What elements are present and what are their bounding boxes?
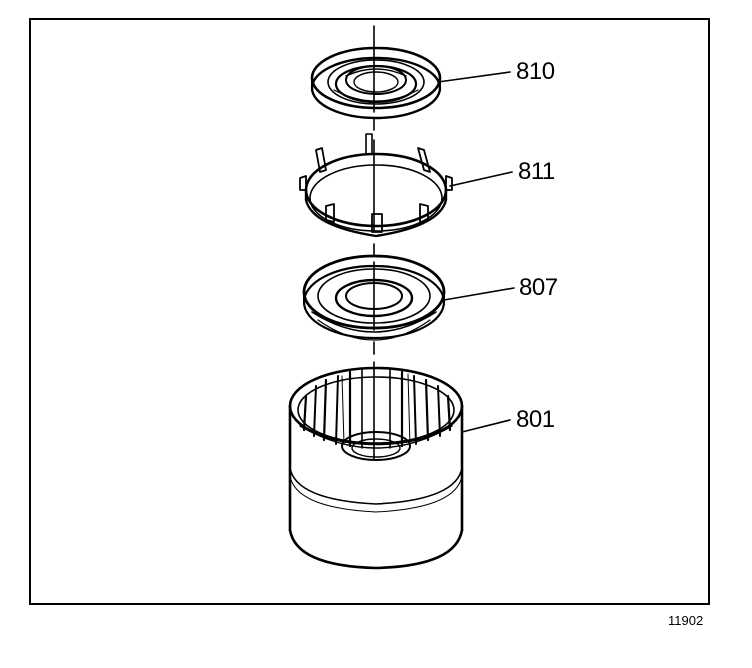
callout-801: 801 (516, 406, 555, 433)
figure-number: 11902 (668, 613, 704, 628)
part-810-bearing (310, 46, 442, 120)
diagram-frame (29, 18, 710, 605)
callout-807: 807 (519, 274, 558, 301)
callout-811: 811 (518, 158, 555, 185)
leader-801 (461, 419, 511, 433)
leader-810 (437, 71, 511, 83)
part-801-drum (288, 366, 464, 570)
part-811-ring (299, 133, 453, 238)
callout-810: 810 (516, 58, 555, 85)
leader-lines (437, 71, 515, 433)
leader-811 (449, 171, 513, 187)
leader-807 (443, 287, 515, 301)
